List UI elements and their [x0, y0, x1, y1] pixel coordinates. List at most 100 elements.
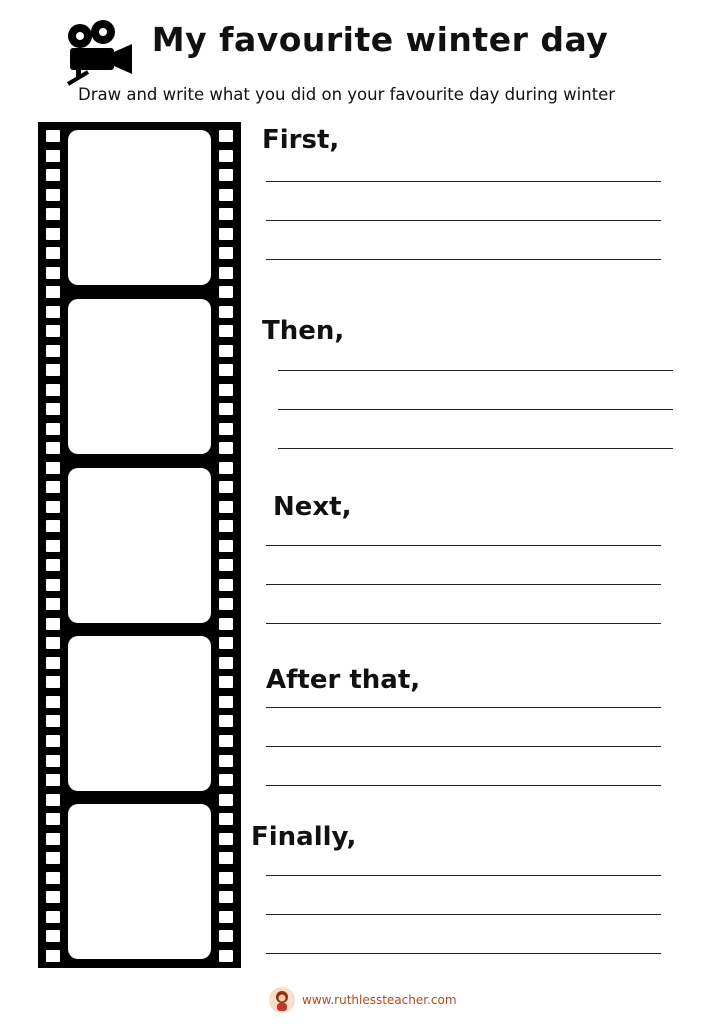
film-perforation — [219, 617, 233, 630]
page-title: My favourite winter day — [151, 20, 609, 59]
film-perforation — [46, 403, 60, 416]
film-perforation — [219, 656, 233, 669]
film-perforation — [219, 344, 233, 357]
film-perforation — [46, 481, 60, 494]
film-perforation — [219, 676, 233, 689]
footer-website-link[interactable]: www.ruthlessteacher.com — [302, 993, 457, 1007]
film-perforation — [46, 676, 60, 689]
film-perforation — [46, 325, 60, 338]
film-perforation — [46, 832, 60, 845]
drawing-frame-2[interactable] — [68, 299, 211, 454]
film-perforation — [46, 227, 60, 240]
section-label-finally: Finally, — [251, 822, 357, 852]
writing-line[interactable] — [266, 746, 661, 747]
film-perforation — [219, 500, 233, 513]
film-perforation — [219, 130, 233, 142]
film-perforation — [46, 500, 60, 513]
film-perforation — [46, 266, 60, 279]
movie-camera-icon — [66, 20, 132, 86]
film-perforation — [46, 149, 60, 162]
film-perforation — [219, 364, 233, 377]
film-perforation — [46, 247, 60, 260]
film-perforation — [219, 793, 233, 806]
writing-line[interactable] — [278, 370, 673, 371]
film-perforation — [219, 208, 233, 221]
film-perforation — [219, 695, 233, 708]
writing-line[interactable] — [266, 545, 661, 546]
film-perforation — [46, 344, 60, 357]
film-perforation — [46, 793, 60, 806]
writing-line[interactable] — [266, 785, 661, 786]
film-perforation — [219, 774, 233, 787]
film-perforation — [46, 891, 60, 904]
film-perforation — [219, 832, 233, 845]
film-perforation — [219, 754, 233, 767]
film-perforation — [46, 559, 60, 572]
film-perforation — [46, 520, 60, 533]
film-perforation — [219, 227, 233, 240]
writing-line[interactable] — [266, 259, 661, 260]
film-perforation — [46, 637, 60, 650]
writing-line[interactable] — [266, 623, 661, 624]
film-perforation — [219, 403, 233, 416]
writing-line[interactable] — [266, 707, 661, 708]
film-perforation — [219, 578, 233, 591]
film-perforation — [219, 442, 233, 455]
film-perforation — [219, 637, 233, 650]
drawing-frame-5[interactable] — [68, 804, 211, 959]
film-perforation — [46, 695, 60, 708]
film-perforation — [46, 852, 60, 865]
film-perforation — [46, 169, 60, 182]
film-perforation — [46, 930, 60, 943]
writing-line[interactable] — [266, 953, 661, 954]
film-perforation — [219, 247, 233, 260]
film-perforation — [219, 891, 233, 904]
film-perforation — [46, 617, 60, 630]
film-perforation — [219, 325, 233, 338]
film-perforation — [219, 266, 233, 279]
section-label-first: First, — [262, 125, 340, 155]
film-perforation — [46, 949, 60, 962]
writing-line[interactable] — [266, 914, 661, 915]
film-perforation — [46, 130, 60, 142]
film-perforation — [46, 305, 60, 318]
film-perforation — [46, 813, 60, 826]
film-perforation — [219, 169, 233, 182]
film-perforation — [219, 539, 233, 552]
film-perforation — [46, 422, 60, 435]
film-perforation — [219, 949, 233, 962]
film-perforation — [219, 910, 233, 923]
film-perforation — [219, 715, 233, 728]
writing-line[interactable] — [266, 875, 661, 876]
film-perforation — [46, 734, 60, 747]
film-perforation — [46, 871, 60, 884]
film-perforation — [46, 208, 60, 221]
writing-line[interactable] — [266, 181, 661, 182]
writing-line[interactable] — [278, 409, 673, 410]
writing-line[interactable] — [278, 448, 673, 449]
film-perforation — [219, 422, 233, 435]
film-perforation — [46, 656, 60, 669]
writing-line[interactable] — [266, 584, 661, 585]
film-perforation — [46, 364, 60, 377]
film-perforation — [46, 286, 60, 299]
drawing-frame-3[interactable] — [68, 468, 211, 623]
film-perforation — [46, 383, 60, 396]
film-perforation — [46, 910, 60, 923]
drawing-frame-1[interactable] — [68, 130, 211, 285]
section-label-next: Next, — [273, 492, 352, 522]
film-perforation — [46, 598, 60, 611]
section-label-then: Then, — [262, 316, 345, 346]
film-strip — [38, 122, 241, 968]
film-perforation — [219, 188, 233, 201]
film-perforation — [219, 852, 233, 865]
writing-line[interactable] — [266, 220, 661, 221]
page-subtitle: Draw and write what you did on your favo… — [78, 85, 616, 104]
film-perforation — [46, 442, 60, 455]
film-perforation — [46, 539, 60, 552]
drawing-frame-4[interactable] — [68, 636, 211, 791]
film-perforation — [219, 461, 233, 474]
film-perforation — [219, 149, 233, 162]
film-perforation — [219, 286, 233, 299]
film-perforation — [219, 871, 233, 884]
